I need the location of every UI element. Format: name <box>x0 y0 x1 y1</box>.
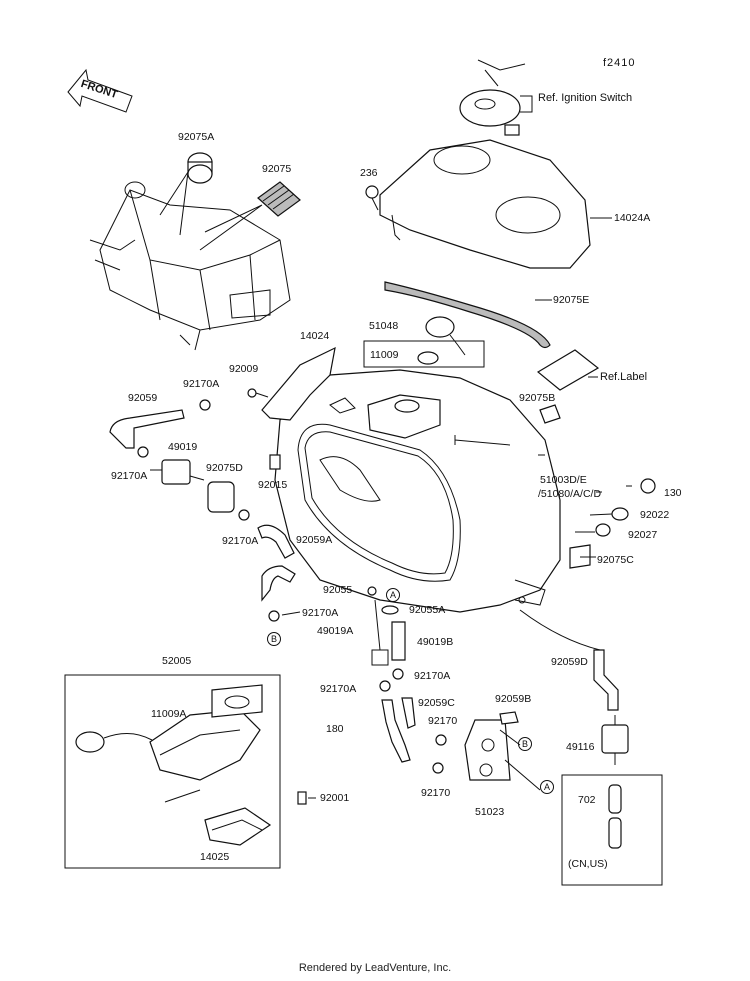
hose-92059C <box>401 697 416 729</box>
clip-92015 <box>269 454 281 470</box>
footer-credit: Rendered by LeadVenture, Inc. <box>298 962 452 974</box>
part-51048[interactable]: 51048 <box>369 320 399 332</box>
front-arrow <box>67 68 133 113</box>
diagram-code: f2410 <box>603 57 636 69</box>
oring-92055A <box>381 605 399 615</box>
damper-92075B <box>539 404 561 424</box>
part-92075E[interactable]: 92075E <box>553 294 590 306</box>
part-92055A[interactable]: 92055A <box>409 604 446 616</box>
filler-cap-51048 <box>425 316 466 356</box>
part-92022[interactable]: 92022 <box>640 509 670 521</box>
seal-92075E <box>384 281 551 349</box>
part-14024[interactable]: 14024 <box>300 330 330 342</box>
part-92170-lower[interactable]: 92170 <box>421 787 451 799</box>
part-92170A-top[interactable]: 92170A <box>183 378 220 390</box>
hose-92059 <box>109 409 185 449</box>
part-130[interactable]: 130 <box>664 487 682 499</box>
cn-us-box <box>561 774 663 886</box>
part-236[interactable]: 236 <box>360 167 378 179</box>
part-92075[interactable]: 92075 <box>262 163 292 175</box>
valve-51023 <box>464 719 511 781</box>
part-92075B[interactable]: 92075B <box>519 392 556 404</box>
fuel-filter-49019 <box>150 459 205 485</box>
part-92059[interactable]: 92059 <box>128 392 158 404</box>
part-51080[interactable]: /51080/A/C/D <box>538 488 602 500</box>
part-92059C[interactable]: 92059C <box>418 697 455 709</box>
label-plate <box>536 349 600 391</box>
fuel-pump-assembly <box>75 684 307 846</box>
part-92075A[interactable]: 92075A <box>178 131 215 143</box>
marker-a-right: A <box>540 780 554 794</box>
part-49116[interactable]: 49116 <box>566 741 595 753</box>
collar-92022 <box>611 507 629 521</box>
part-92170A-right[interactable]: 92170A <box>414 670 451 682</box>
bracket-14024 <box>261 346 336 421</box>
part-92170A-left[interactable]: 92170A <box>111 470 148 482</box>
part-92170A-lower[interactable]: 92170A <box>302 607 339 619</box>
bushing-92075A <box>187 152 213 184</box>
fuel-filter-49116 <box>601 715 629 765</box>
hose-702 <box>608 784 622 814</box>
part-702[interactable]: 702 <box>578 794 596 806</box>
part-92015[interactable]: 92015 <box>258 479 288 491</box>
part-92009[interactable]: 92009 <box>229 363 259 375</box>
part-92059D[interactable]: 92059D <box>551 656 588 668</box>
part-92059A[interactable]: 92059A <box>296 534 333 546</box>
part-92170A-mid[interactable]: 92170A <box>222 535 259 547</box>
gasket-11009 <box>417 351 439 365</box>
part-11009[interactable]: 11009 <box>370 349 399 361</box>
part-49019A[interactable]: 49019A <box>317 625 354 637</box>
part-14024A[interactable]: 14024A <box>614 212 651 224</box>
screw-236 <box>365 185 379 199</box>
part-14025[interactable]: 14025 <box>200 851 230 863</box>
frame-drawing <box>89 181 291 351</box>
washer-92055 <box>367 586 377 596</box>
part-92170A-center[interactable]: 92170A <box>320 683 357 695</box>
rubber-92075 <box>257 181 301 217</box>
part-92075D[interactable]: 92075D <box>206 462 243 474</box>
bushing-92075D <box>207 481 235 513</box>
ref-ignition-switch: Ref. Ignition Switch <box>538 92 633 104</box>
part-92075C[interactable]: 92075C <box>597 554 634 566</box>
part-92027[interactable]: 92027 <box>628 529 658 541</box>
petcock-49019A <box>371 599 389 666</box>
marker-a-tank: A <box>386 588 400 602</box>
ignition-switch-drawing <box>459 59 533 136</box>
ref-label: Ref.Label <box>600 371 648 383</box>
fuel-pump-box <box>64 674 281 869</box>
hose-92059D <box>593 649 619 711</box>
valve-49019B <box>391 621 406 661</box>
part-49019B[interactable]: 49019B <box>417 636 454 648</box>
part-92059B[interactable]: 180 <box>326 723 344 735</box>
part-92001[interactable]: 92001 <box>320 792 350 804</box>
marker-b-right: B <box>518 737 532 751</box>
part-49019[interactable]: 49019 <box>168 441 198 453</box>
part-92055[interactable]: 92055 <box>323 584 353 596</box>
part-92170-upper[interactable]: 92170 <box>428 715 458 727</box>
part-52005[interactable]: 52005 <box>162 655 192 667</box>
bolt-130 <box>640 478 656 494</box>
part-11009A[interactable]: 11009A <box>151 708 187 720</box>
fuel-tank-51003 <box>274 369 561 613</box>
part-180[interactable]: 92059B <box>495 693 532 705</box>
damper-92027 <box>595 523 611 537</box>
region-cn-us: (CN,US) <box>568 858 608 870</box>
part-51023[interactable]: 51023 <box>475 806 505 818</box>
hose-92059B <box>381 699 411 763</box>
marker-b-left: B <box>267 632 281 646</box>
hose-92059A <box>257 524 295 559</box>
part-51003DE[interactable]: 51003D/E <box>540 474 587 486</box>
tank-cover-14024A <box>379 139 591 269</box>
